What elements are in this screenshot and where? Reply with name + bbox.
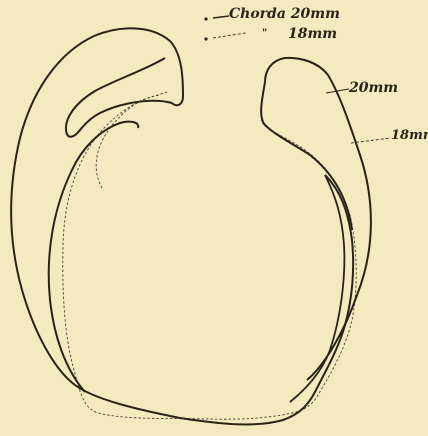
legend-dashed-line [213, 33, 246, 38]
outline-20mm-right-inner [290, 175, 344, 402]
outline-label-18mm: 18mm [391, 129, 428, 142]
outline-18mm-tail [96, 95, 160, 188]
outline-20mm-right-lobe [261, 58, 371, 380]
legend-solid-label: Chorda 20mm [229, 7, 340, 21]
outline-20mm-inner-arm [66, 58, 172, 137]
leader-line-18mm [351, 138, 391, 143]
legend-solid-dot [204, 17, 207, 20]
legend-solid-line [213, 16, 229, 18]
legend-dashed-label: 18mm [288, 27, 337, 41]
legend-ditto-mark: " [262, 29, 267, 39]
outline-label-20mm: 20mm [349, 81, 398, 95]
outline-20mm-inner-wall [49, 122, 139, 392]
outline-20mm-left-lobe [11, 28, 353, 424]
outline-18mm-left [63, 92, 357, 419]
legend-dashed-dot [204, 37, 207, 40]
